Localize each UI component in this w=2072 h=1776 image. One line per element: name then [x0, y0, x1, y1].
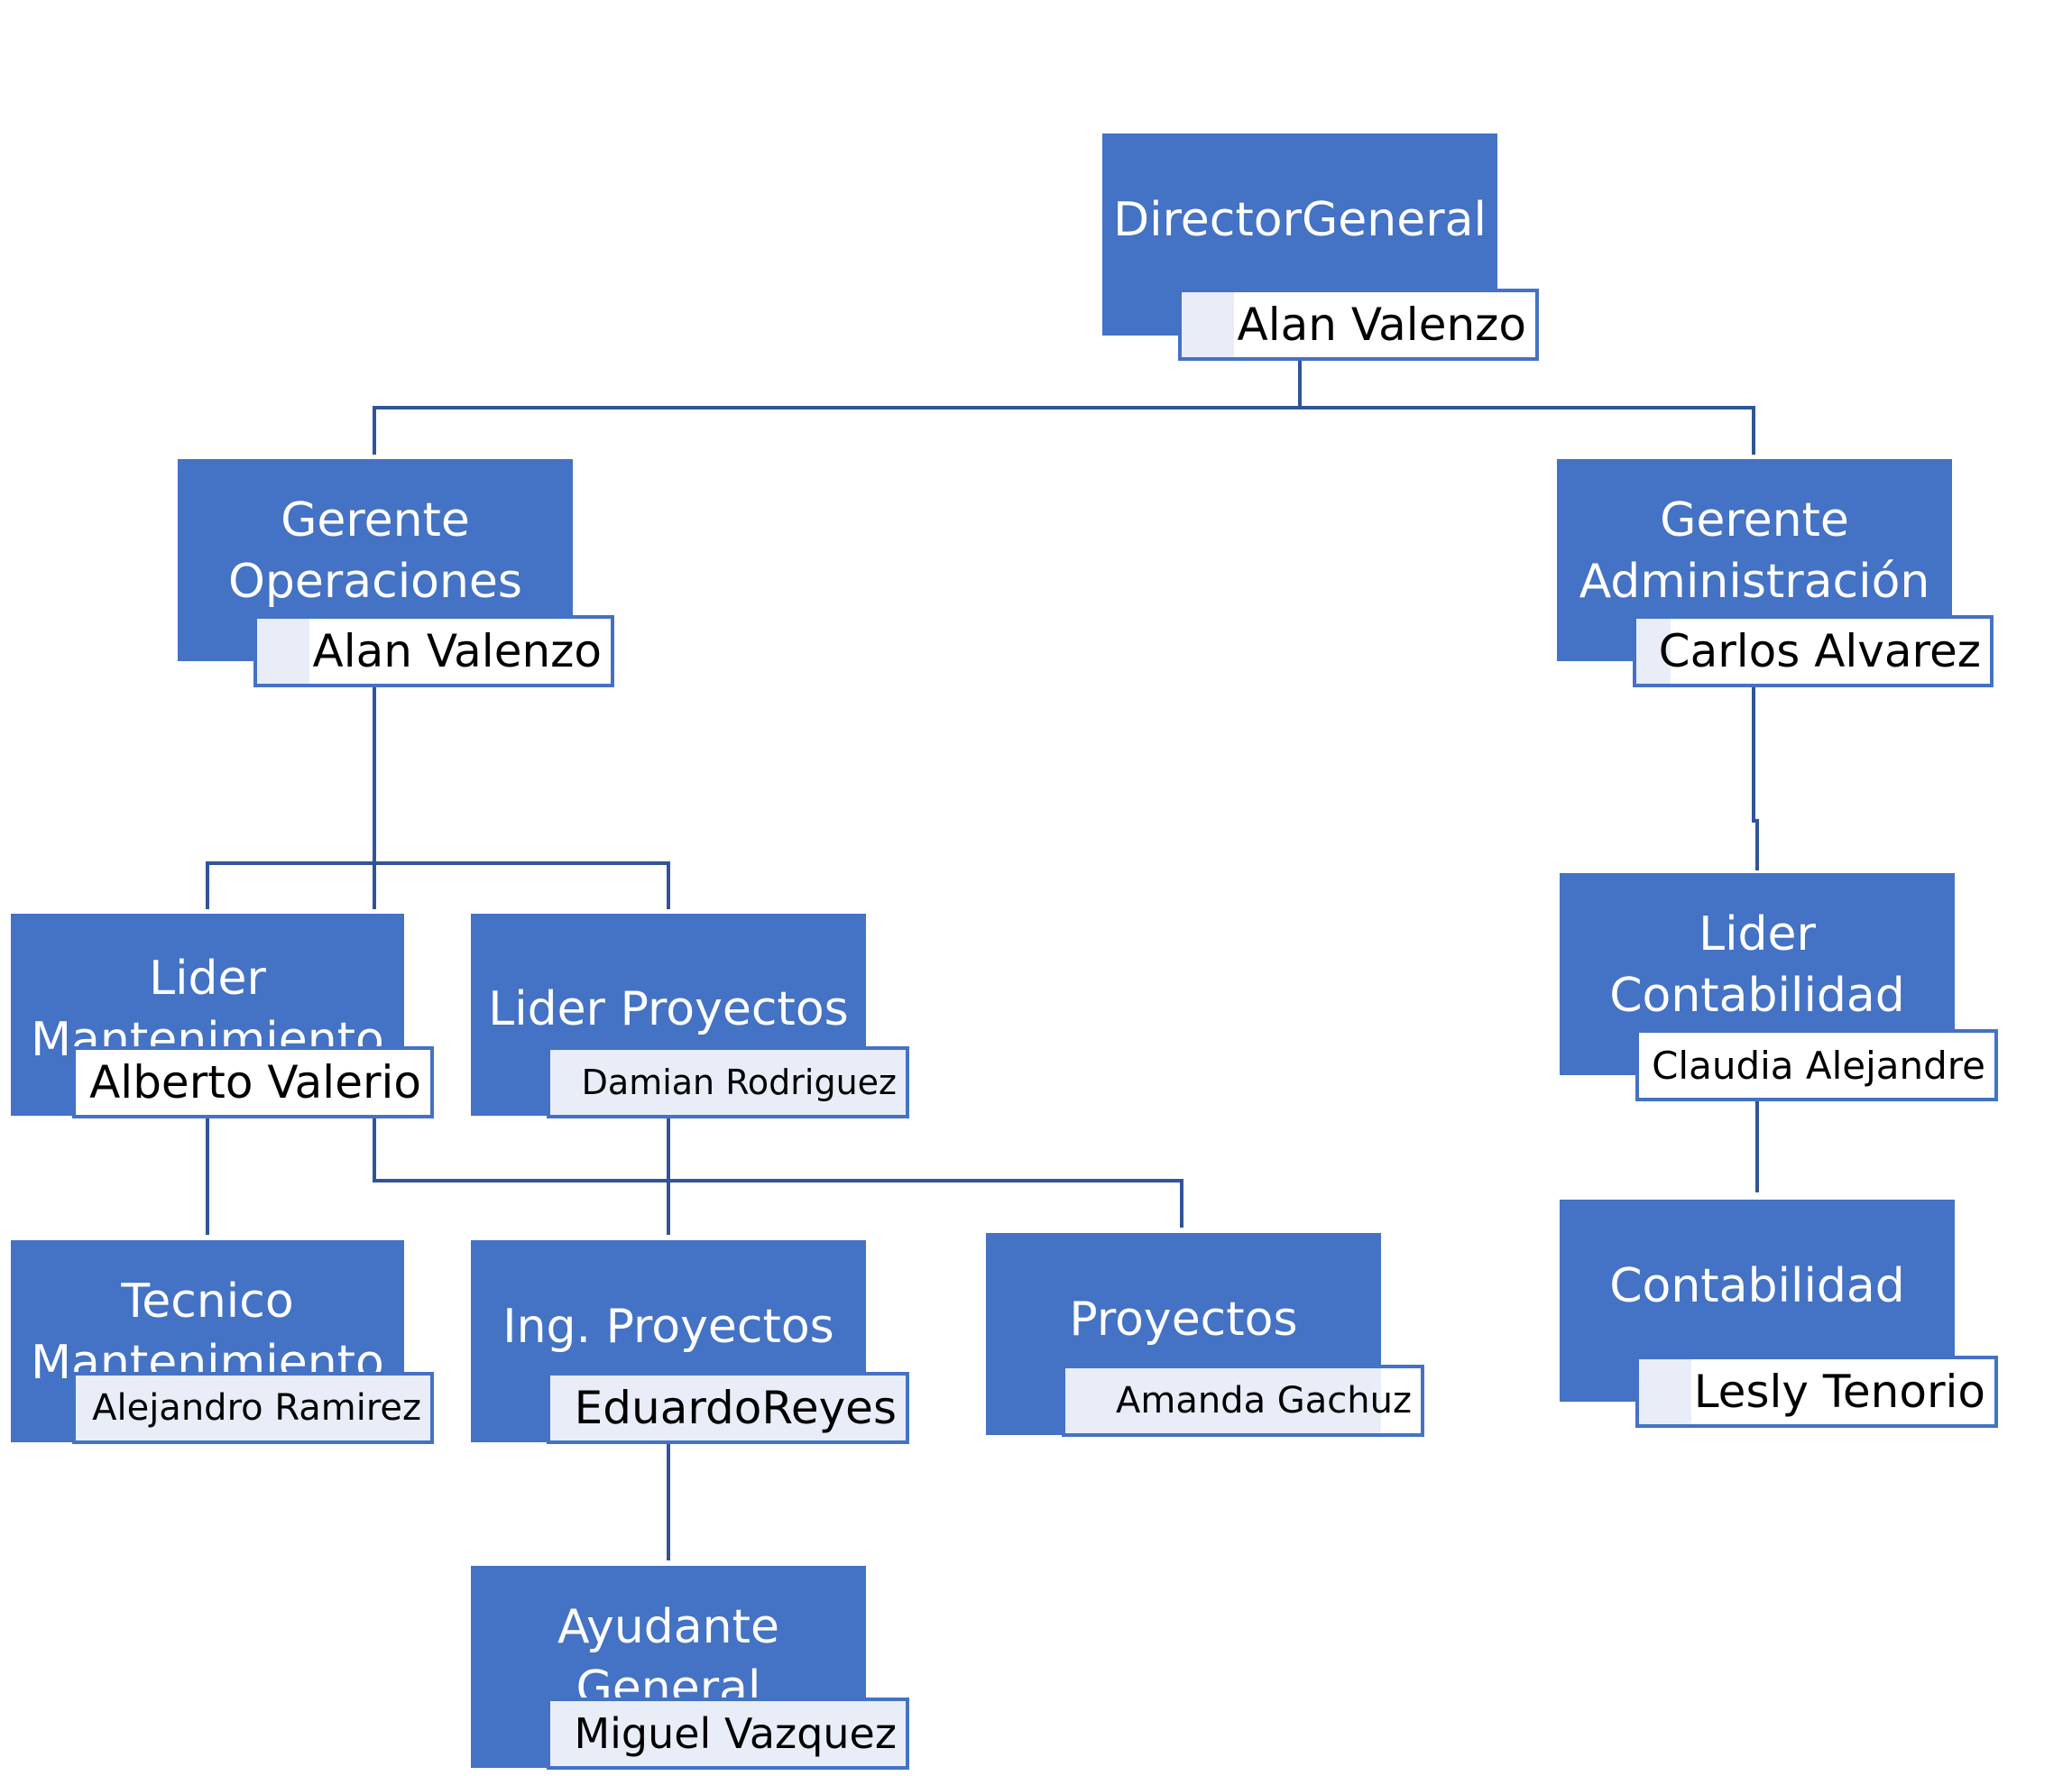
connector-director-managers: [373, 361, 1302, 455]
connector-mantenimiento-proyectos: [373, 1118, 1183, 1228]
node-title: Lider Proyectos: [488, 982, 849, 1036]
node-contabilidad: Contabilidad Lesly Tenorio: [1560, 1200, 1998, 1428]
node-title: DirectorGeneral: [1113, 193, 1487, 247]
node-ayudante-general: Ayudante General Miguel Vazquez: [471, 1566, 909, 1770]
connector-operaciones-leaders: [206, 861, 670, 909]
node-proyectos: Proyectos Amanda Gachuz: [986, 1233, 1424, 1437]
node-name-label: Lesly Tenorio: [1635, 1356, 1998, 1428]
connector-director-admin: [1300, 406, 1755, 455]
node-title: Lider Contabilidad: [1609, 907, 1905, 1023]
node-name-label: EduardoReyes: [547, 1372, 909, 1444]
node-name-label: Alberto Valerio: [72, 1046, 434, 1118]
node-title: Contabilidad: [1609, 1259, 1905, 1313]
node-name-label: Alan Valenzo: [253, 615, 614, 687]
node-title: Proyectos: [1069, 1293, 1298, 1347]
connector-admin-contabilidad: [1752, 686, 1759, 870]
node-title: Gerente Administración: [1579, 493, 1930, 609]
node-gerente-administracion: Gerente Administración Carlos Alvarez: [1557, 459, 1994, 687]
node-ing-proyectos: Ing. Proyectos EduardoReyes: [471, 1240, 909, 1444]
node-name-label: Amanda Gachuz: [1062, 1365, 1424, 1437]
node-lider-mantenimiento: Lider Mantenimiento Alberto Valerio: [11, 914, 434, 1118]
node-title: Gerente Operaciones: [227, 493, 523, 609]
node-name-label: Miguel Vazquez: [547, 1698, 909, 1770]
node-name-label: Carlos Alvarez: [1633, 615, 1994, 687]
node-gerente-operaciones: Gerente Operaciones Alan Valenzo: [178, 459, 614, 687]
node-title: Ing. Proyectos: [502, 1300, 834, 1354]
node-tecnico-mantenimiento: Tecnico Mantenimiento Alejandro Ramirez: [11, 1240, 434, 1444]
node-name-label: Alan Valenzo: [1178, 289, 1539, 361]
node-name-label: Alejandro Ramirez: [72, 1372, 434, 1444]
node-lider-contabilidad: Lider Contabilidad Claudia Alejandre: [1560, 873, 1998, 1101]
node-lider-proyectos: Lider Proyectos Damian Rodriguez: [471, 914, 909, 1118]
node-name-label: Damian Rodriguez: [547, 1046, 909, 1118]
node-director-general: DirectorGeneral Alan Valenzo: [1102, 133, 1539, 361]
node-name-label: Claudia Alejandre: [1635, 1029, 1998, 1101]
